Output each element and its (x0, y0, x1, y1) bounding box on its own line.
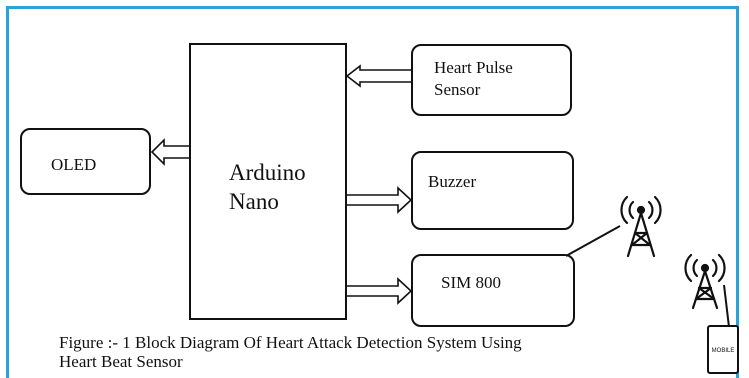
sim800-label: SIM 800 (441, 273, 501, 292)
arrow-arduino-to-sim800 (347, 277, 413, 305)
tower-icon (620, 195, 662, 258)
arrow-sensor-to-arduino (345, 64, 411, 88)
arduino-label-line1: Arduino (229, 160, 306, 185)
tower-icon (684, 253, 726, 310)
caption-line1: Figure :- 1 Block Diagram Of Heart Attac… (59, 333, 522, 352)
arduino-label-line2: Nano (229, 189, 279, 214)
heart-sensor-label-line1: Heart Pulse (434, 58, 513, 77)
buzzer-label: Buzzer (428, 172, 477, 191)
oled-block (20, 128, 151, 195)
arduino-nano-block (189, 43, 347, 320)
mobile-label: MOBILE (711, 348, 735, 354)
heart-pulse-sensor-block (411, 44, 572, 116)
sim-to-tower-link (565, 225, 621, 257)
mobile-phone-icon: MOBILE (707, 325, 739, 374)
sim800-block (411, 254, 575, 327)
arrow-arduino-to-buzzer (347, 186, 413, 214)
diagram-frame (6, 6, 739, 378)
arrow-arduino-to-oled (150, 138, 189, 166)
oled-label: OLED (51, 155, 97, 174)
buzzer-block (411, 151, 574, 230)
mobile-antenna (723, 284, 730, 328)
heart-sensor-label-line2: Sensor (434, 80, 481, 99)
caption-line2: Heart Beat Sensor (59, 352, 183, 371)
figure-caption: Figure :- 1 Block Diagram Of Heart Attac… (59, 333, 659, 371)
